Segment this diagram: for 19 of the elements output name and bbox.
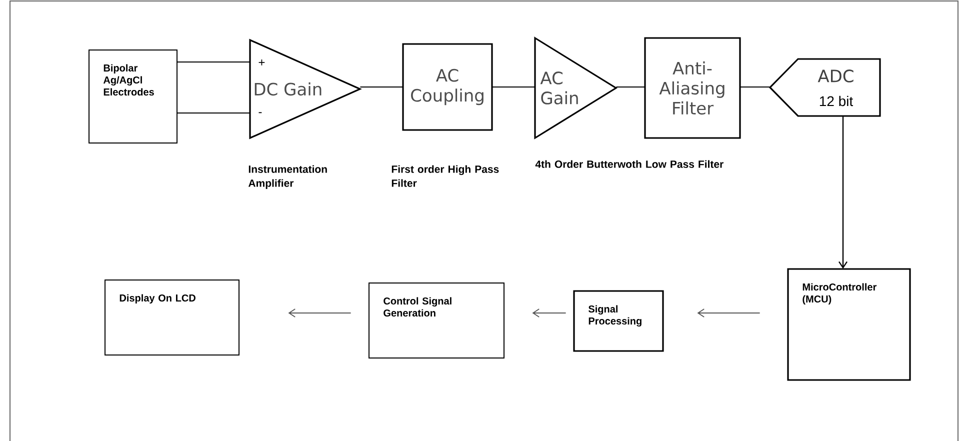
process-box: Signal Processing (573, 290, 664, 352)
arrow (532, 308, 566, 318)
caption-text: 4th Order Butterwoth Low Pass Filter (535, 160, 724, 168)
connector-line (616, 86, 646, 88)
caption-text: Instrumentation Amplifier (248, 165, 327, 189)
connector-line (176, 112, 250, 114)
arrow (697, 308, 760, 318)
process-box: Anti-Aliasing Filter (644, 37, 741, 139)
caption-text: First order High Pass Filter (392, 165, 499, 187)
connector-line (740, 86, 770, 88)
electrode-box: Bipolar Ag/AgCl Electrodes (88, 50, 178, 144)
process-box: MicroController (MCU) (787, 268, 911, 381)
process-box: Control Signal Generation (368, 282, 504, 358)
process-box: AC Coupling (402, 43, 493, 131)
connector-line (492, 86, 536, 88)
arrow (838, 116, 848, 269)
arrow (288, 308, 352, 318)
process-box: Display On LCD (104, 280, 240, 356)
connector-line (360, 86, 404, 88)
